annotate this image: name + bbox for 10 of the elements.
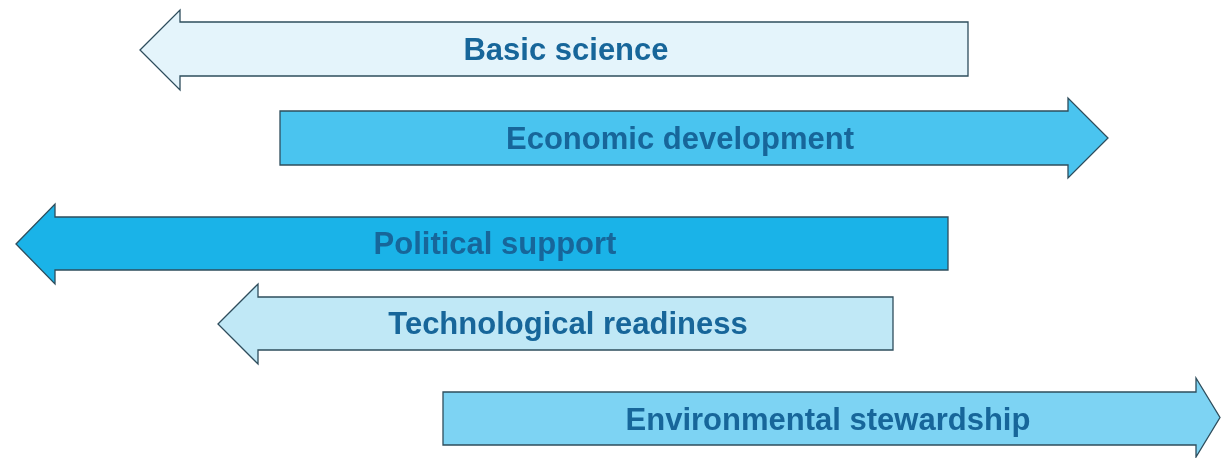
banner-label: Political support bbox=[373, 226, 617, 262]
pointed-banner bbox=[140, 10, 968, 90]
banner-label: Economic development bbox=[506, 121, 854, 157]
pointed-banner bbox=[443, 378, 1220, 457]
pointed-banner bbox=[218, 284, 893, 364]
pointed-banner bbox=[280, 98, 1108, 178]
banner-label: Basic science bbox=[463, 32, 669, 68]
banner-label: Technological readiness bbox=[388, 306, 748, 342]
pointed-banner bbox=[16, 204, 948, 284]
banner-label: Environmental stewardship bbox=[625, 402, 1031, 438]
